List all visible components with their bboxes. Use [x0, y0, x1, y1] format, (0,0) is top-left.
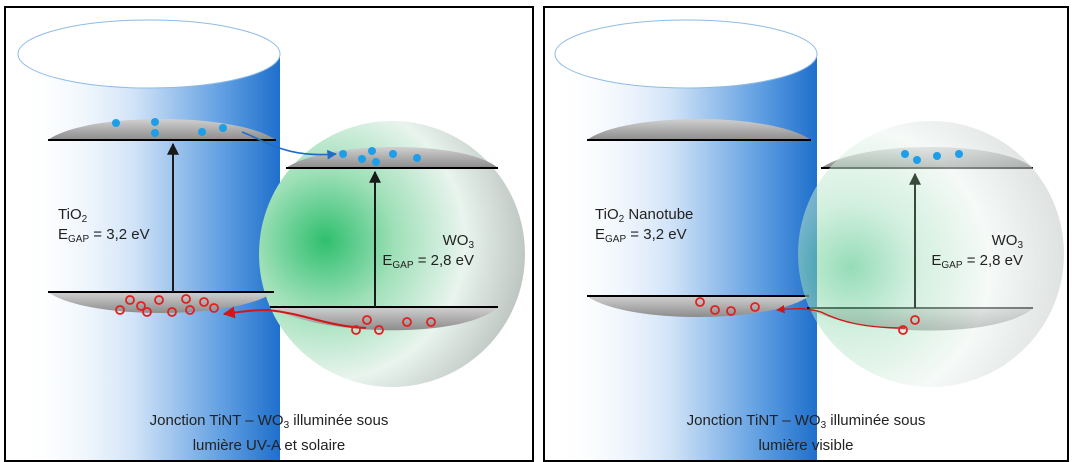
electrons-wo3 — [339, 147, 421, 166]
caption-line-1: Jonction TiNT – WO3 illuminée sous — [149, 412, 389, 431]
holes-wo3 — [898, 315, 920, 335]
caption-line-1: Jonction TiNT – WO3 illuminée sous — [686, 412, 926, 431]
holes-tio2 — [115, 294, 219, 317]
caption-line-2: lumière UV-A et solaire — [192, 437, 346, 454]
panel-visible: TiO2 Nanotube EGAP = 3,2 eV WO3 EGAP = 2… — [543, 6, 1069, 462]
wo3-egap-label: EGAP = 2,8 eV — [931, 252, 1023, 271]
caption: Jonction TiNT – WO3 illuminée sous lumiè… — [545, 411, 1067, 456]
tio2-label: TiO2 Nanotube — [595, 206, 694, 225]
tio2-nanotube-cylinder — [554, 19, 818, 460]
junction-diagram-visible — [554, 19, 1064, 460]
caption: Jonction TiNT – WO3 illuminée sous lumiè… — [6, 411, 532, 456]
wo3-valence-band — [270, 307, 498, 331]
wo3-label: WO3 — [991, 232, 1023, 251]
electron-transfer-arrow — [241, 131, 337, 160]
electrons-wo3 — [901, 150, 963, 164]
electrons-tio2 — [112, 118, 227, 137]
caption-line-2: lumière visible — [758, 437, 854, 454]
tio2-egap-label: EGAP = 3,2 eV — [58, 226, 150, 245]
tio2-valence-band — [587, 296, 809, 317]
hole-transfer-arrow — [222, 306, 367, 329]
tio2-conduction-band — [48, 119, 276, 140]
tio2-conduction-band — [587, 119, 811, 140]
wo3-egap-label: EGAP = 2,8 eV — [382, 252, 474, 271]
panel-uv-solar: TiO2 EGAP = 3,2 eV WO3 EGAP = 2,8 eV Jon… — [4, 6, 534, 462]
holes-tio2 — [695, 297, 760, 316]
wo3-sphere — [798, 121, 1064, 387]
wo3-label: WO3 — [442, 232, 474, 251]
tio2-egap-label: EGAP = 3,2 eV — [595, 226, 687, 245]
junction-diagram-uv — [17, 19, 525, 460]
hole-transfer-arrow — [776, 304, 906, 329]
holes-wo3 — [351, 315, 436, 335]
tio2-label: TiO2 — [58, 206, 88, 225]
